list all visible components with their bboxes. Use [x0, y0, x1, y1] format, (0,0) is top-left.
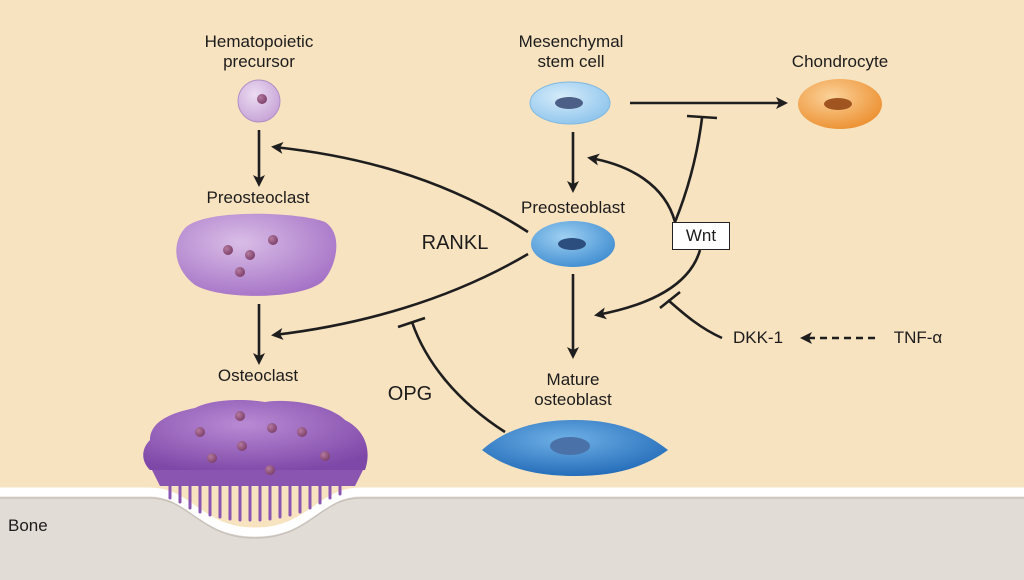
- dkk1-inhibition-bar: [659, 290, 681, 310]
- dkk1-inhibition-line: [667, 299, 723, 340]
- mesenchymal-stem-cell-label: Mesenchymal stem cell: [518, 32, 624, 71]
- preosteoblast-label: Preosteoblast: [521, 198, 625, 217]
- dkk1-label: DKK-1: [732, 328, 784, 347]
- preosteoblast-cell: [531, 221, 615, 267]
- arrow-wnt-to-preosteoblast: [587, 153, 677, 223]
- mesenchymal-stem-cell: [529, 81, 611, 125]
- arrow-rankl-to-preosteoclast: [271, 141, 529, 234]
- chondrocyte-label: Chondrocyte: [791, 52, 889, 71]
- pathway-arrows: [253, 97, 875, 434]
- hematopoietic-precursor-label: Hematopoietic precursor: [204, 32, 314, 71]
- bone-label: Bone: [8, 516, 48, 535]
- arrow-rankl-to-osteoclast: [271, 252, 529, 340]
- wnt-box: Wnt: [672, 222, 730, 250]
- mature-osteoblast-cell: [482, 420, 668, 476]
- opg-label: OPG: [387, 383, 433, 405]
- bone-surface: [0, 487, 1024, 580]
- mature-osteoblast-label: Mature osteoblast: [534, 370, 612, 409]
- opg-inhibition-bar: [397, 316, 426, 329]
- chondrocyte-cell: [798, 79, 882, 129]
- hematopoietic-precursor-cell: [237, 79, 281, 123]
- tnf-alpha-label: TNF-α: [893, 328, 943, 347]
- wnt-inhibition-bar: [686, 114, 718, 120]
- osteoclast-cell: [143, 400, 368, 522]
- osteoclast-label: Osteoclast: [217, 366, 299, 385]
- arrow-wnt-to-mature-osteoblast: [594, 249, 702, 320]
- opg-inhibition-line: [410, 321, 506, 434]
- preosteoclast-label: Preosteoclast: [206, 188, 310, 207]
- wnt-inhibition-line: [673, 117, 704, 223]
- rankl-label: RANKL: [421, 232, 489, 254]
- preosteoclast-cell: [176, 213, 337, 296]
